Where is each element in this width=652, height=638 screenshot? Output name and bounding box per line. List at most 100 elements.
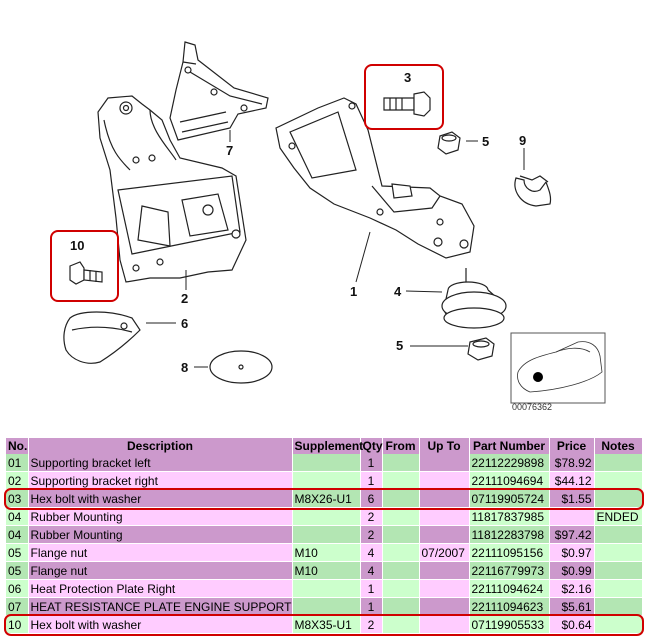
callout-4: 4 [394, 284, 402, 299]
cell-notes [594, 597, 643, 616]
cell-qty: 6 [360, 489, 383, 508]
cell-from [382, 543, 420, 562]
parts-table: No. Description Supplement Qty From Up T… [6, 438, 643, 634]
disc-8-drawing [209, 350, 273, 384]
cell-from [382, 561, 420, 580]
cell-from [382, 471, 420, 490]
cell-no: 10 [6, 615, 29, 634]
cell-part-number: 22111094694 [469, 471, 550, 490]
callout-10: 10 [70, 238, 84, 253]
cell-qty: 1 [360, 579, 383, 598]
callout-2: 2 [181, 291, 188, 306]
cell-from [382, 597, 420, 616]
cell-description: Hex bolt with washer [28, 615, 293, 634]
cell-description: Hex bolt with washer [28, 489, 293, 508]
cell-part-number: 22112229898 [469, 454, 550, 472]
callout-9: 9 [519, 133, 526, 148]
cell-description: Rubber Mounting [28, 507, 293, 526]
table-header-row: No. Description Supplement Qty From Up T… [6, 438, 643, 454]
supporting-bracket-left-drawing [275, 97, 475, 259]
cell-supplement [292, 525, 361, 544]
cell-up-to [419, 525, 470, 544]
cell-up-to [419, 579, 470, 598]
callout-3: 3 [404, 70, 411, 85]
callout-1: 1 [350, 284, 357, 299]
leader-lines [146, 130, 525, 368]
cell-notes [594, 561, 643, 580]
cell-supplement [292, 507, 361, 526]
cell-supplement: M8X35-U1 [292, 615, 361, 634]
clip-9-drawing [514, 175, 552, 207]
cell-no: 06 [6, 579, 29, 598]
cell-no: 04 [6, 525, 29, 544]
cell-from [382, 507, 420, 526]
cell-description: Heat Protection Plate Right [28, 579, 293, 598]
cell-description: Flange nut [28, 543, 293, 562]
cell-notes [594, 489, 643, 508]
cell-part-number: 11812283798 [469, 525, 550, 544]
cell-supplement [292, 597, 361, 616]
header-qty: Qty [360, 438, 383, 454]
cell-part-number: 07119905724 [469, 489, 550, 508]
highlight-box-item-3 [364, 64, 444, 130]
cell-no: 01 [6, 454, 29, 472]
cell-notes [594, 543, 643, 562]
rubber-mounting-drawing [441, 268, 507, 329]
header-no: No. [6, 438, 29, 454]
cell-up-to [419, 471, 470, 490]
cell-no: 04 [6, 507, 29, 526]
cell-part-number: 22116779973 [469, 561, 550, 580]
cell-no: 05 [6, 561, 29, 580]
cell-from [382, 579, 420, 598]
cell-price: $97.42 [549, 525, 595, 544]
cell-up-to [419, 561, 470, 580]
cell-supplement: M10 [292, 543, 361, 562]
cell-no: 07 [6, 597, 29, 616]
callout-5-lower: 5 [396, 338, 403, 353]
cell-price: $2.16 [549, 579, 595, 598]
car-location-inset [510, 332, 606, 404]
header-notes: Notes [594, 438, 643, 454]
cell-up-to [419, 507, 470, 526]
cell-price: $5.61 [549, 597, 595, 616]
cell-part-number: 22111094624 [469, 579, 550, 598]
cell-price: $0.99 [549, 561, 595, 580]
cell-description: Rubber Mounting [28, 525, 293, 544]
heat-resistance-plate-drawing [169, 41, 269, 141]
callout-5-upper: 5 [482, 134, 489, 149]
cell-supplement [292, 471, 361, 490]
cell-from [382, 615, 420, 634]
cell-qty: 4 [360, 561, 383, 580]
header-price: Price [549, 438, 595, 454]
cell-from [382, 489, 420, 508]
cell-description: HEAT RESISTANCE PLATE ENGINE SUPPORT [28, 597, 293, 616]
cell-qty: 2 [360, 507, 383, 526]
cell-notes [594, 525, 643, 544]
cell-qty: 4 [360, 543, 383, 562]
cell-qty: 1 [360, 471, 383, 490]
diagram-reference-number: 00076362 [512, 402, 552, 412]
cell-part-number: 22111095156 [469, 543, 550, 562]
cell-qty: 1 [360, 454, 383, 472]
header-part-number: Part Number [469, 438, 550, 454]
cell-description: Supporting bracket right [28, 471, 293, 490]
cell-up-to [419, 489, 470, 508]
cell-notes [594, 579, 643, 598]
flange-nut-drawing [437, 131, 495, 361]
cell-description: Supporting bracket left [28, 454, 293, 472]
header-supplement: Supplement [292, 438, 363, 454]
header-description: Description [28, 438, 293, 454]
cell-supplement: M10 [292, 561, 361, 580]
cell-notes [594, 471, 643, 490]
cell-supplement: M8X26-U1 [292, 489, 361, 508]
